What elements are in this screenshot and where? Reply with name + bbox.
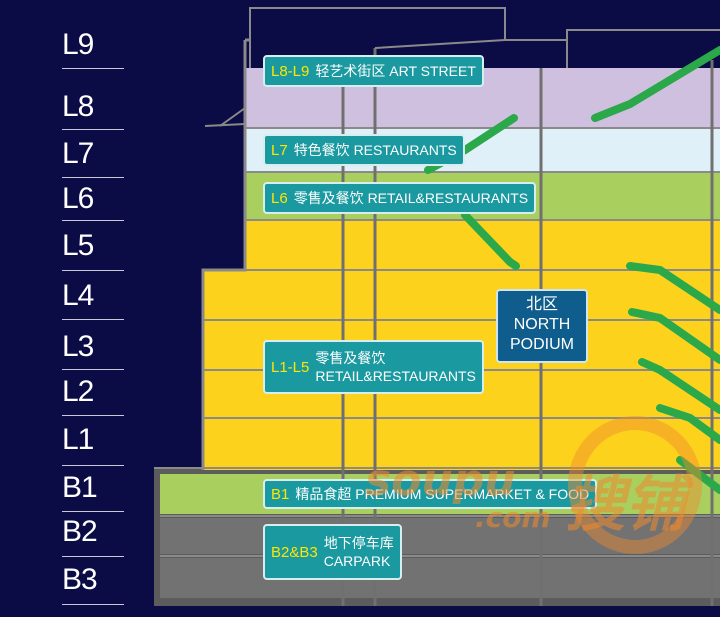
tag-description: 特色餐饮 RESTAURANTS [293,142,457,158]
floor-label-b2: B2 [62,515,98,548]
tag-l7-restaurants: L7 特色餐饮 RESTAURANTS [263,134,465,166]
tag-description: 精品食超 PREMIUM SUPERMARKET & FOOD [295,486,590,502]
floor-label-b1: B1 [62,471,98,504]
floor-divider [62,270,124,271]
floor-divider [62,129,124,130]
b3-floor [160,558,720,598]
floor-label-l5: L5 [62,229,94,262]
tag-description: 零售及餐饮 RETAIL&RESTAURANTS [315,349,482,385]
b2-floor [160,518,720,554]
soupu-watermark-logo: soupu .com 搜铺 [365,416,702,554]
floor-divider [62,177,124,178]
floor-divider [62,220,124,221]
watermark-cn: 搜铺 [565,470,694,540]
north-podium-label: 北区 NORTH PODIUM [496,289,588,363]
floor-divider [62,465,124,466]
tag-l1-l5-retail-restaurants: L1-L5 零售及餐饮 RETAIL&RESTAURANTS [263,340,484,394]
floor-divider [62,604,124,605]
north-line-en1: NORTH [513,316,571,333]
watermark-domain: .com [475,501,551,534]
floor-label-l3: L3 [62,330,94,363]
floor-label-b3: B3 [62,563,98,596]
floor-label-l9: L9 [62,28,94,61]
tag-description: 轻艺术街区 ART STREET [315,63,476,79]
floor-divider [62,68,124,69]
tag-level: L7 [271,141,288,159]
tag-l8-l9-art-street: L8-L9 轻艺术街区 ART STREET [263,55,484,87]
north-line-cn: 北区 [525,296,558,313]
tag-description: 零售及餐饮 RETAIL&RESTAURANTS [293,190,529,206]
floor-divider [62,511,124,512]
north-line-en2: PODIUM [510,336,574,353]
floor-label-l6: L6 [62,182,94,215]
watermark-brand: soupu [365,455,516,506]
floor-divider [62,556,124,557]
floor-label-l1: L1 [62,423,94,456]
floor-divider [62,319,124,320]
floor-label-l2: L2 [62,375,94,408]
tag-line-en: CARPARK [323,553,391,569]
tag-line-cn: 零售及餐饮 [315,350,386,366]
floor-label-l4: L4 [62,279,94,312]
tag-level: L6 [271,189,288,207]
tag-line-en: RETAIL&RESTAURANTS [315,368,476,384]
tag-b1-premium-supermarket: B1 精品食超 PREMIUM SUPERMARKET & FOOD [263,479,598,509]
tag-level: B2&B3 [271,543,318,561]
tag-level: L1-L5 [271,358,310,376]
floor-label-l7: L7 [62,137,94,170]
tag-b2-b3-carpark: B2&B3 地下停车库 CARPARK [263,524,402,580]
tag-l6-retail-restaurants: L6 零售及餐饮 RETAIL&RESTAURANTS [263,182,537,214]
floor-divider [62,415,124,416]
tag-description: 地下停车库 CARPARK [324,534,400,570]
tag-level: B1 [271,485,290,503]
tag-line-cn: 地下停车库 [323,535,394,551]
floor-label-l8: L8 [62,90,94,123]
tag-level: L8-L9 [271,62,310,80]
floor-divider [62,369,124,370]
